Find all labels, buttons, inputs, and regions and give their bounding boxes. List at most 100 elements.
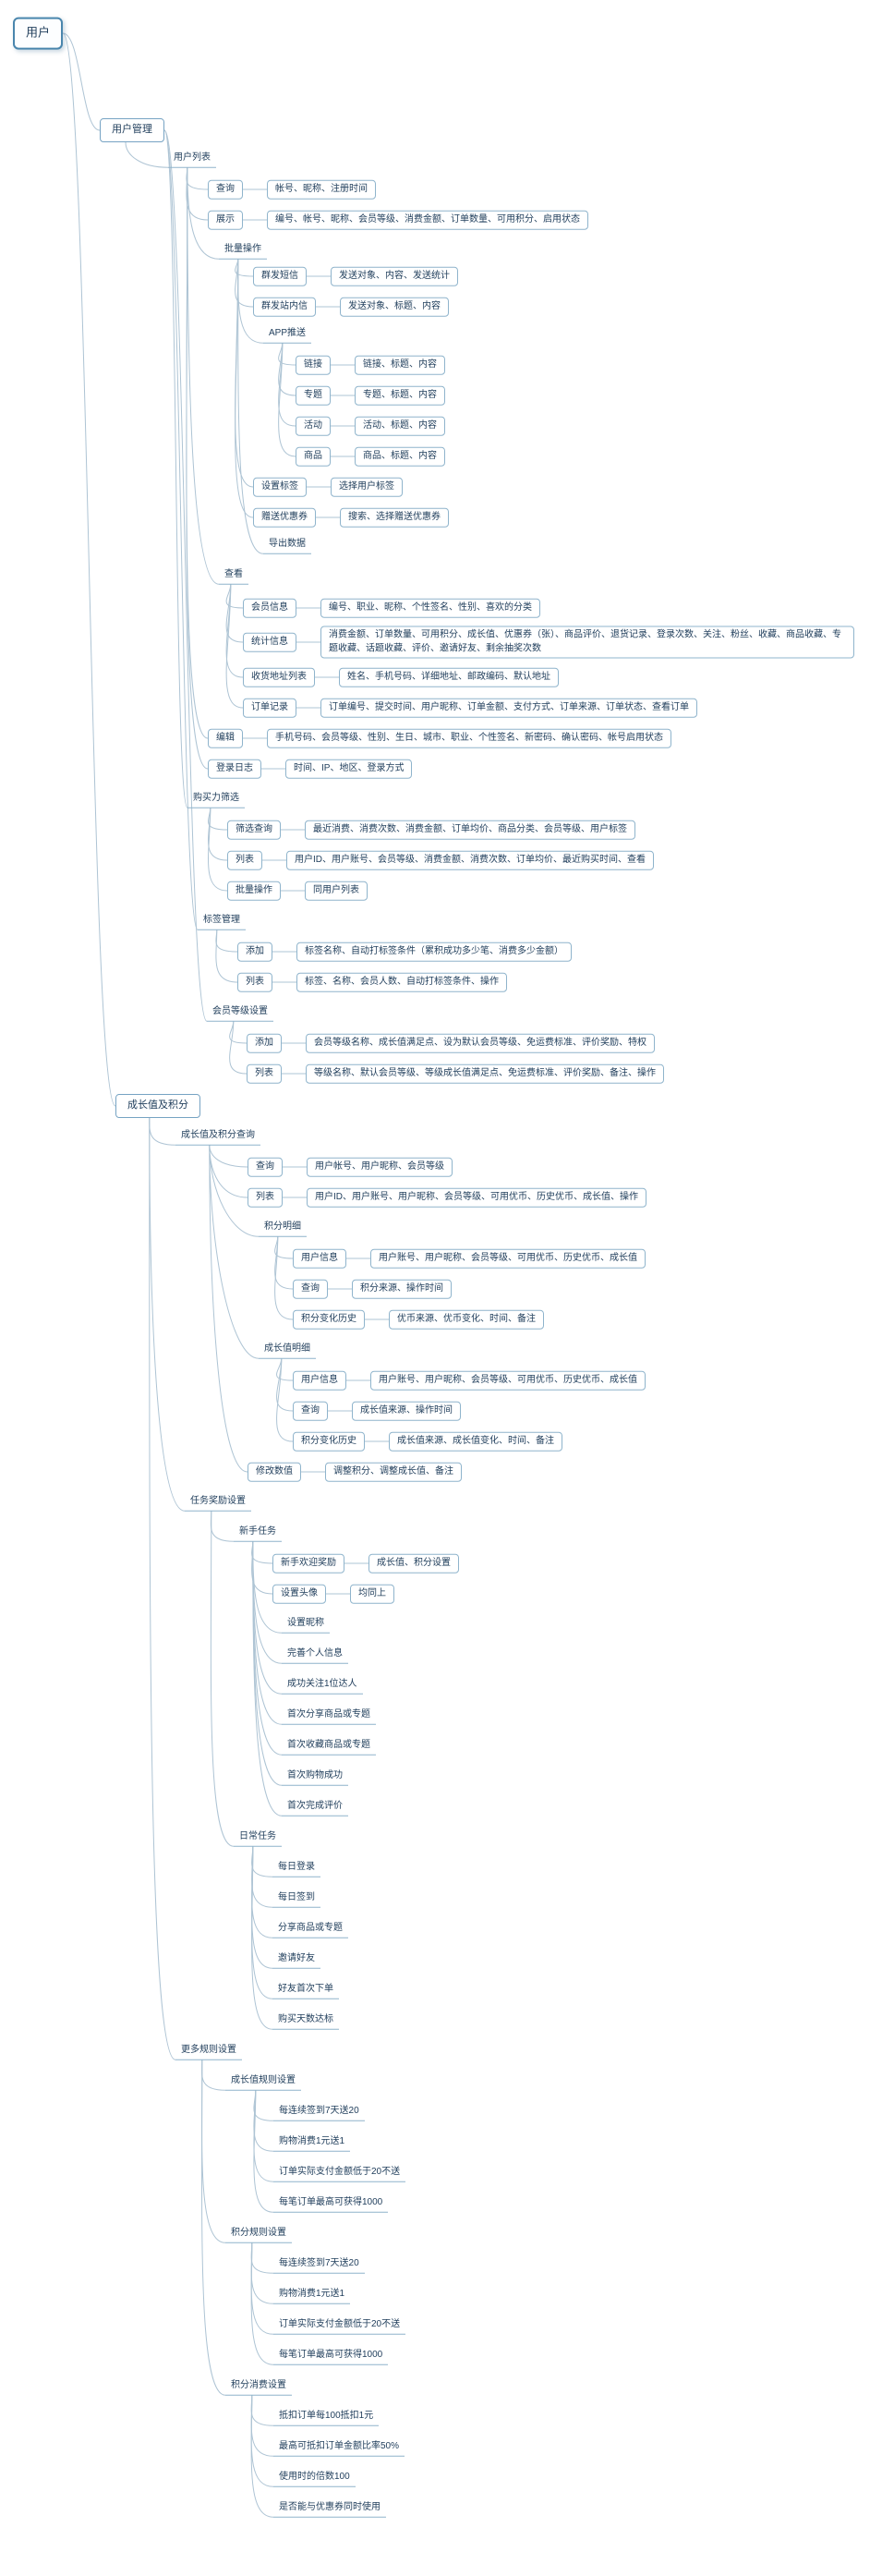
mindmap-node-tag-list-fields[interactable]: 标签、名称、会员人数、自动打标签条件、操作 xyxy=(296,972,507,992)
mindmap-node-follow-expert[interactable]: 成功关注1位达人 xyxy=(282,1677,363,1695)
mindmap-node-gr-checkin[interactable]: 每连续签到7天送20 xyxy=(273,2104,365,2121)
mindmap-node-first-collect[interactable]: 首次收藏商品或专题 xyxy=(282,1738,376,1756)
mindmap-node-order-record[interactable]: 订单记录 xyxy=(243,698,296,718)
mindmap-node-purchase-filter[interactable]: 购买力筛选 xyxy=(187,791,245,808)
mindmap-node-level-add-fields[interactable]: 会员等级名称、成长值满足点、设为默认会员等级、免运费标准、评价奖励、特权 xyxy=(306,1033,655,1053)
mindmap-node-tag-add[interactable]: 添加 xyxy=(237,942,272,962)
mindmap-node-give-coupon[interactable]: 赠送优惠券 xyxy=(253,507,316,528)
mindmap-node-daily-tasks[interactable]: 日常任务 xyxy=(234,1829,282,1847)
mindmap-node-gr-shopping[interactable]: 购物消费1元送1 xyxy=(273,2134,351,2152)
mindmap-node-push-product[interactable]: 商品 xyxy=(296,446,331,467)
mindmap-node-push-activity[interactable]: 活动 xyxy=(296,416,331,436)
mindmap-node-points-rules[interactable]: 积分规则设置 xyxy=(225,2226,292,2243)
mindmap-node-adjust-values-fields[interactable]: 调整积分、调整成长值、备注 xyxy=(325,1462,462,1482)
mindmap-node-push-activity-fields[interactable]: 活动、标题、内容 xyxy=(355,416,445,436)
mindmap-node-set-tag[interactable]: 设置标签 xyxy=(253,477,307,497)
mindmap-node-gd-history-fields[interactable]: 成长值来源、成长值变化、时间、备注 xyxy=(389,1431,562,1452)
mindmap-node-pf-batch-fields[interactable]: 同用户列表 xyxy=(305,881,368,901)
mindmap-node-order-record-fields[interactable]: 订单编号、提交时间、用户昵称、订单金额、支付方式、订单来源、订单状态、查看订单 xyxy=(320,698,697,718)
mindmap-node-ul-display-fields[interactable]: 编号、帐号、昵称、会员等级、消费金额、订单数量、可用积分、启用状态 xyxy=(267,210,588,230)
mindmap-node-batch-inmail-fields[interactable]: 发送对象、标题、内容 xyxy=(340,297,449,317)
mindmap-node-set-avatar[interactable]: 设置头像 xyxy=(272,1584,326,1604)
mindmap-node-newbie-tasks[interactable]: 新手任务 xyxy=(234,1525,282,1542)
mindmap-node-member-info[interactable]: 会员信息 xyxy=(243,598,296,618)
mindmap-node-points-detail[interactable]: 积分明细 xyxy=(259,1220,307,1237)
mindmap-node-adjust-values[interactable]: 修改数值 xyxy=(248,1462,301,1482)
mindmap-node-push-link[interactable]: 链接 xyxy=(296,355,331,375)
mindmap-node-address-list[interactable]: 收货地址列表 xyxy=(243,667,315,687)
mindmap-node-task-rewards[interactable]: 任务奖励设置 xyxy=(185,1494,251,1512)
mindmap-node-gr-max[interactable]: 每笔订单最高可获得1000 xyxy=(273,2195,389,2213)
mindmap-node-gp-list[interactable]: 列表 xyxy=(248,1187,283,1208)
mindmap-node-push-link-fields[interactable]: 链接、标题、内容 xyxy=(355,355,445,375)
mindmap-node-welcome-reward[interactable]: 新手欢迎奖励 xyxy=(272,1553,344,1574)
mindmap-node-app-push[interactable]: APP推送 xyxy=(263,326,312,344)
mindmap-node-ps-deduct[interactable]: 抵扣订单每100抵扣1元 xyxy=(273,2409,380,2426)
mindmap-node-address-list-fields[interactable]: 姓名、手机号码、详细地址、邮政编码、默认地址 xyxy=(339,667,559,687)
mindmap-node-first-purchase[interactable]: 首次购物成功 xyxy=(282,1768,348,1786)
mindmap-node-push-topic-fields[interactable]: 专题、标题、内容 xyxy=(355,385,445,406)
mindmap-node-first-review[interactable]: 首次完成评价 xyxy=(282,1799,348,1817)
mindmap-node-growth-detail[interactable]: 成长值明细 xyxy=(259,1342,316,1359)
mindmap-node-welcome-reward-fields[interactable]: 成长值、积分设置 xyxy=(368,1553,459,1574)
mindmap-node-gd-history[interactable]: 积分变化历史 xyxy=(293,1431,365,1452)
mindmap-node-set-nickname[interactable]: 设置昵称 xyxy=(282,1616,330,1634)
mindmap-node-ul-view[interactable]: 查看 xyxy=(219,567,248,585)
mindmap-node-pd-user-info[interactable]: 用户信息 xyxy=(293,1248,346,1269)
mindmap-node-level-add[interactable]: 添加 xyxy=(247,1033,282,1053)
mindmap-node-pd-user-info-fields[interactable]: 用户账号、用户昵称、会员等级、可用优币、历史优币、成长值 xyxy=(370,1248,646,1269)
mindmap-node-gd-query-fields[interactable]: 成长值来源、操作时间 xyxy=(352,1401,461,1421)
mindmap-node-pd-query-fields[interactable]: 积分来源、操作时间 xyxy=(352,1279,452,1299)
mindmap-node-export-data[interactable]: 导出数据 xyxy=(263,537,311,554)
mindmap-node-pr-max[interactable]: 每笔订单最高可获得1000 xyxy=(273,2348,389,2365)
mindmap-node-pd-query[interactable]: 查询 xyxy=(293,1279,328,1299)
mindmap-node-give-coupon-fields[interactable]: 搜索、选择赠送优惠券 xyxy=(340,507,449,528)
mindmap-node-stats-info-fields[interactable]: 消费金额、订单数量、可用积分、成长值、优惠券（张）、商品评价、退货记录、登录次数… xyxy=(320,626,854,659)
mindmap-node-set-avatar-fields[interactable]: 均同上 xyxy=(350,1584,394,1604)
mindmap-node-push-topic[interactable]: 专题 xyxy=(296,385,331,406)
mindmap-node-complete-profile[interactable]: 完善个人信息 xyxy=(282,1646,348,1664)
mindmap-node-tag-mgmt[interactable]: 标签管理 xyxy=(198,913,246,930)
mindmap-node-daily-checkin[interactable]: 每日签到 xyxy=(272,1890,320,1908)
mindmap-node-gd-query[interactable]: 查询 xyxy=(293,1401,328,1421)
mindmap-node-pr-min[interactable]: 订单实际支付金额低于20不送 xyxy=(273,2317,406,2335)
mindmap-node-gr-min[interactable]: 订单实际支付金额低于20不送 xyxy=(273,2165,406,2182)
mindmap-node-level-settings[interactable]: 会员等级设置 xyxy=(207,1004,273,1022)
mindmap-node-ps-max-rate[interactable]: 最高可抵扣订单金额比率50% xyxy=(273,2439,405,2457)
mindmap-node-batch-sms-fields[interactable]: 发送对象、内容、发送统计 xyxy=(331,266,458,286)
mindmap-node-batch-sms[interactable]: 群发短信 xyxy=(253,266,307,286)
mindmap-node-pd-history-fields[interactable]: 优币来源、优币变化、时间、备注 xyxy=(389,1309,544,1330)
mindmap-node-more-rules[interactable]: 更多规则设置 xyxy=(175,2043,242,2060)
mindmap-node-ul-query-fields[interactable]: 帐号、昵称、注册时间 xyxy=(267,179,376,200)
mindmap-node-user[interactable]: 用户 xyxy=(13,17,64,50)
mindmap-node-growth-points[interactable]: 成长值及积分 xyxy=(115,1094,200,1118)
mindmap-node-gp-query-sec[interactable]: 成长值及积分查询 xyxy=(175,1128,260,1146)
mindmap-node-ul-edit[interactable]: 编辑 xyxy=(208,728,243,748)
mindmap-node-pf-batch[interactable]: 批量操作 xyxy=(227,881,281,901)
mindmap-node-friend-first-order[interactable]: 好友首次下单 xyxy=(272,1982,339,1999)
mindmap-node-member-info-fields[interactable]: 编号、职业、昵称、个性签名、性别、喜欢的分类 xyxy=(320,598,540,618)
mindmap-node-level-list[interactable]: 列表 xyxy=(247,1063,282,1084)
mindmap-node-pd-history[interactable]: 积分变化历史 xyxy=(293,1309,365,1330)
mindmap-node-push-product-fields[interactable]: 商品、标题、内容 xyxy=(355,446,445,467)
mindmap-node-gp-query[interactable]: 查询 xyxy=(248,1157,283,1177)
mindmap-node-ul-query[interactable]: 查询 xyxy=(208,179,243,200)
mindmap-node-ul-batch[interactable]: 批量操作 xyxy=(219,242,267,260)
mindmap-node-level-list-fields[interactable]: 等级名称、默认会员等级、等级成长值满足点、免运费标准、评价奖励、备注、操作 xyxy=(306,1063,664,1084)
mindmap-node-login-log-fields[interactable]: 时间、IP、地区、登录方式 xyxy=(285,759,413,779)
mindmap-node-tag-list[interactable]: 列表 xyxy=(237,972,272,992)
mindmap-node-gp-query-fields[interactable]: 用户帐号、用户昵称、会员等级 xyxy=(307,1157,453,1177)
mindmap-node-share-product[interactable]: 分享商品或专题 xyxy=(272,1921,348,1938)
mindmap-node-stats-info[interactable]: 统计信息 xyxy=(243,632,296,652)
mindmap-node-growth-rules[interactable]: 成长值规则设置 xyxy=(225,2073,301,2091)
mindmap-node-ul-display[interactable]: 展示 xyxy=(208,210,243,230)
mindmap-node-points-spend[interactable]: 积分消费设置 xyxy=(225,2378,292,2396)
mindmap-node-purchase-days[interactable]: 购买天数达标 xyxy=(272,2012,339,2030)
mindmap-node-pf-list-fields[interactable]: 用户ID、用户账号、会员等级、消费金额、消费次数、订单均价、最近购买时间、查看 xyxy=(286,850,654,870)
mindmap-node-login-log[interactable]: 登录日志 xyxy=(208,759,261,779)
mindmap-node-pf-list[interactable]: 列表 xyxy=(227,850,262,870)
mindmap-node-set-tag-fields[interactable]: 选择用户标签 xyxy=(331,477,403,497)
mindmap-node-pf-query-fields[interactable]: 最近消费、消费次数、消费金额、订单均价、商品分类、会员等级、用户标签 xyxy=(305,820,635,840)
mindmap-node-gp-list-fields[interactable]: 用户ID、用户账号、用户昵称、会员等级、可用优币、历史优币、成长值、操作 xyxy=(307,1187,646,1208)
mindmap-node-pf-query[interactable]: 筛选查询 xyxy=(227,820,281,840)
